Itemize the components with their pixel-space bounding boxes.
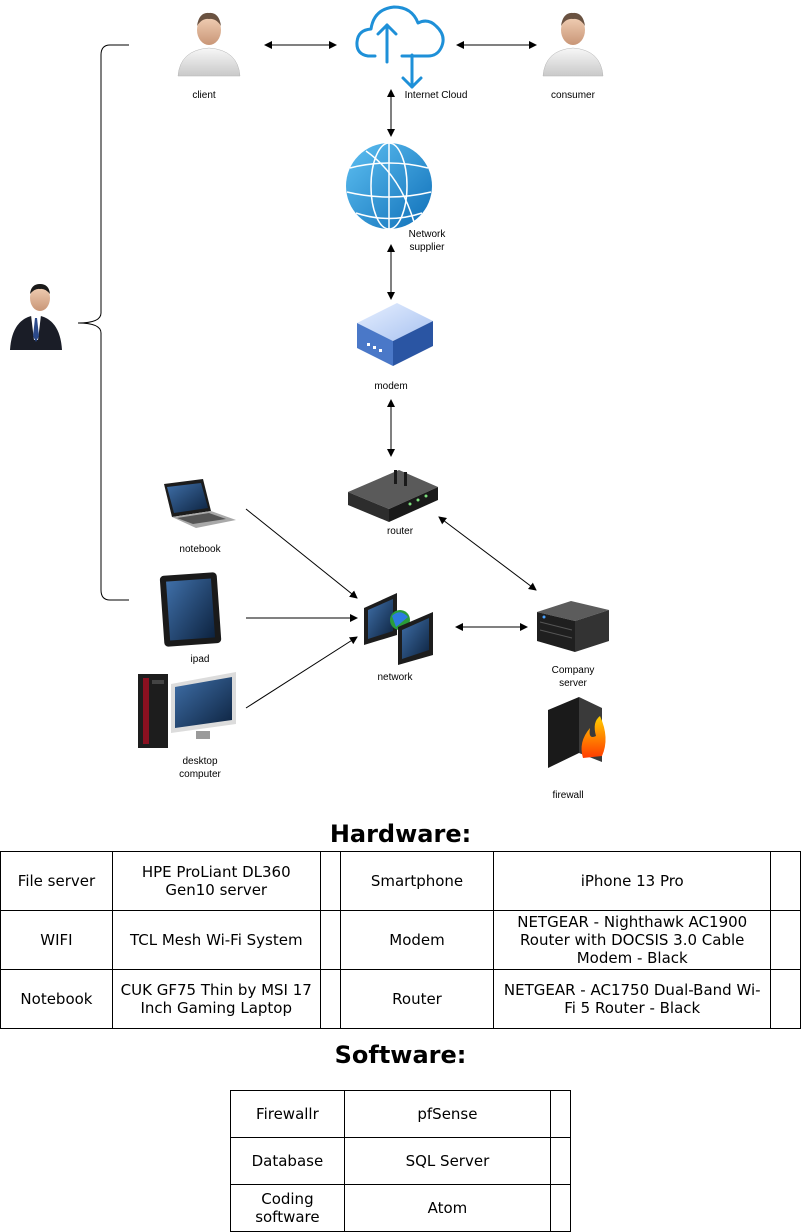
connector-desktop-network [245, 636, 358, 709]
table-cell: iPhone 13 Pro [493, 851, 771, 911]
table-cell: Router [339, 969, 495, 1029]
table-cell: Atom [343, 1184, 552, 1232]
consumer-label: consumer [551, 90, 595, 101]
firewall-label: firewall [552, 790, 584, 801]
table-row: Notebook CUK GF75 Thin by MSI 17 Inch Ga… [0, 969, 801, 1029]
table-cell: TCL Mesh Wi-Fi System [111, 910, 321, 970]
table-row: WIFI TCL Mesh Wi-Fi System Modem NETGEAR… [0, 910, 801, 970]
hardware-title: Hardware: [329, 820, 472, 848]
table-cell [550, 1137, 571, 1185]
table-cell: Smartphone [339, 851, 495, 911]
router-icon [348, 470, 438, 522]
desktop-computer-label: desktop computer [179, 756, 221, 780]
table-cell: CUK GF75 Thin by MSI 17 Inch Gaming Lapt… [111, 969, 321, 1029]
client-user-icon [177, 12, 241, 77]
modem-label: modem [374, 381, 408, 392]
table-cell: SQL Server [343, 1137, 552, 1185]
connector-router-server [438, 516, 537, 591]
table-cell [770, 969, 801, 1029]
table-cell: Firewallr [230, 1090, 345, 1138]
table-row: Firewallr pfSense [230, 1090, 571, 1138]
laptop-icon [164, 479, 236, 528]
table-cell [319, 851, 341, 911]
grouping-brace [77, 44, 129, 601]
table-cell [550, 1090, 571, 1138]
hardware-table: File server HPE ProLiant DL360 Gen10 ser… [0, 851, 801, 1029]
table-cell: Modem [339, 910, 495, 970]
network-label: network [377, 672, 413, 683]
table-row: Database SQL Server [230, 1137, 571, 1185]
network-supplier-label: Network supplier [408, 229, 446, 253]
table-cell: WIFI [0, 910, 113, 970]
table-cell [550, 1184, 571, 1232]
globe-icon [346, 142, 432, 230]
table-cell: NETGEAR - Nighthawk AC1900 Router with D… [493, 910, 771, 970]
modem-icon [357, 303, 433, 366]
connectors [245, 41, 537, 709]
table-cell: Notebook [0, 969, 113, 1029]
table-row: Coding software Atom [230, 1184, 571, 1232]
software-title: Software: [334, 1041, 467, 1069]
server-icon [537, 601, 609, 652]
software-table: Firewallr pfSense Database SQL Server Co… [230, 1090, 571, 1232]
table-row: File server HPE ProLiant DL360 Gen10 ser… [0, 851, 801, 911]
table-cell [770, 851, 801, 911]
notebook-label: notebook [179, 544, 221, 555]
company-server-label: Company server [551, 665, 595, 689]
network-computers-icon [364, 593, 433, 665]
table-cell: pfSense [343, 1090, 552, 1138]
cloud-upload-icon [355, 5, 445, 89]
connector-notebook-network [245, 508, 358, 599]
table-cell [319, 969, 341, 1029]
desktop-icon [138, 672, 236, 748]
consumer-user-icon [542, 12, 604, 77]
table-cell: HPE ProLiant DL360 Gen10 server [111, 851, 321, 911]
ipad-label: ipad [190, 654, 210, 665]
table-cell [319, 910, 341, 970]
client-label: client [192, 90, 216, 101]
network-diagram [10, 5, 609, 768]
tablet-icon [159, 572, 222, 647]
table-cell: Coding software [230, 1184, 345, 1232]
internet-cloud-label: Internet Cloud [404, 90, 468, 101]
manager-icon [10, 284, 62, 350]
table-cell [770, 910, 801, 970]
table-cell: NETGEAR - AC1750 Dual-Band Wi-Fi 5 Route… [493, 969, 771, 1029]
router-label: router [386, 526, 414, 537]
table-cell: File server [0, 851, 113, 911]
firewall-icon [548, 697, 606, 768]
table-cell: Database [230, 1137, 345, 1185]
